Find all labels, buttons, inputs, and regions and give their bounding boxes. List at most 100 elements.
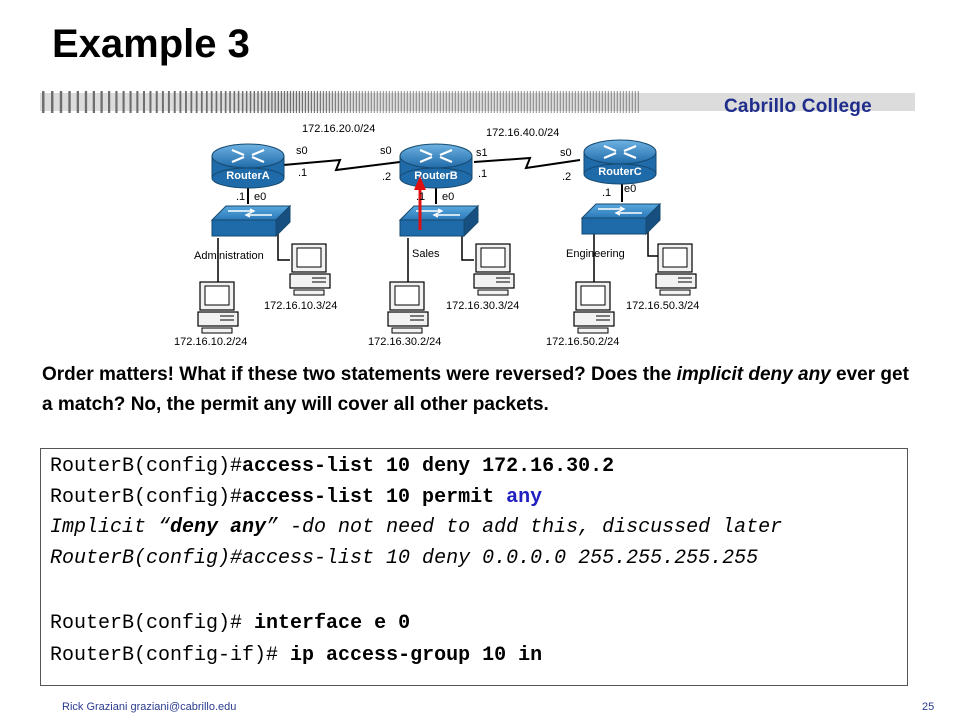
host-ip-label: 172.16.30.3/24 [446, 300, 519, 312]
header-stripe [418, 91, 420, 113]
header-stripe [129, 91, 132, 113]
iface-label: .1 [416, 191, 425, 203]
header-stripe [565, 91, 567, 113]
header-stripe [307, 91, 309, 113]
iface-label: .1 [478, 168, 487, 180]
header-stripe [571, 91, 573, 113]
header-stripe [490, 91, 492, 113]
header-stripe [559, 91, 561, 113]
header-stripe [496, 91, 498, 113]
header-stripe [511, 91, 513, 113]
header-stripe [550, 91, 552, 113]
header-stripe [523, 91, 525, 113]
header-stripe [478, 91, 480, 113]
header-stripe [463, 91, 465, 113]
header-stripe [322, 91, 324, 113]
iface-label: s0 [560, 147, 572, 159]
header-stripe [625, 91, 627, 113]
header-stripe [568, 91, 570, 113]
network-label-20: 172.16.20.0/24 [302, 123, 375, 135]
router-c-label: RouterC [598, 166, 641, 178]
header-stripe [136, 91, 139, 113]
header-stripe [481, 91, 483, 113]
header-stripe [460, 91, 462, 113]
header-stripe [424, 91, 426, 113]
header-stripe [514, 91, 516, 113]
header-stripe [430, 91, 432, 113]
header-stripe [589, 91, 591, 113]
host-ip-label: 172.16.50.3/24 [626, 300, 699, 312]
header-stripe [283, 91, 286, 113]
cli-keyword-any: any [506, 486, 543, 509]
header-stripe [616, 91, 618, 113]
header-stripe [442, 91, 444, 113]
header-stripe [167, 91, 170, 113]
cli-command: interface e 0 [254, 612, 411, 635]
iface-label: e0 [254, 191, 266, 203]
host-computer-icon [387, 281, 429, 334]
iface-label: e0 [624, 183, 636, 195]
header-stripe [634, 91, 636, 113]
header-stripe [619, 91, 621, 113]
header-stripe [267, 91, 270, 113]
header-stripe [340, 91, 342, 113]
header-stripe [433, 91, 435, 113]
header-stripe [391, 91, 393, 113]
host-computer-icon [289, 243, 331, 296]
header-stripe [427, 91, 429, 113]
cli-prompt: RouterB(config)# [50, 486, 243, 509]
segment-label-engineering: Engineering [566, 248, 625, 260]
cli-command: access-list 10 permit [242, 486, 507, 509]
header-stripe [149, 91, 152, 113]
serial-link-b-c [473, 156, 581, 170]
header-stripe [562, 91, 564, 113]
explanation-part-2: ever get a match? No, the permit any wil… [42, 364, 909, 415]
header-stripe [229, 91, 231, 113]
header-stripe [475, 91, 477, 113]
header-stripe [631, 91, 633, 113]
header-stripe [535, 91, 537, 113]
code-line-3: Implicit “deny any” -do not need to add … [50, 516, 782, 539]
header-stripe [271, 91, 273, 113]
header-stripe [115, 91, 118, 113]
header-stripe [301, 91, 304, 113]
comment-text: Implicit “ [50, 516, 171, 539]
header-stripe [295, 91, 298, 113]
header-stripe [173, 91, 176, 113]
router-b-label: RouterB [414, 170, 457, 182]
header-stripe [343, 91, 345, 113]
header-stripe [637, 91, 639, 113]
header-stripe [42, 91, 45, 113]
header-stripe [249, 91, 252, 113]
header-stripe [241, 91, 244, 113]
iface-label: .2 [562, 171, 571, 183]
iface-label: .1 [298, 167, 307, 179]
header-stripe [260, 91, 263, 113]
cli-prompt: RouterB(config-if)# [50, 644, 291, 667]
header-stripe [388, 91, 390, 113]
switch-administration-icon [211, 205, 291, 237]
iface-label: s0 [296, 145, 308, 157]
header-stripe [598, 91, 600, 113]
header-stripe [328, 91, 330, 113]
config-code-box: RouterB(config)#access-list 10 deny 172.… [40, 448, 908, 686]
slide-title: Example 3 [52, 22, 250, 66]
iface-label: s0 [380, 145, 392, 157]
header-stripe [583, 91, 585, 113]
header-stripe [541, 91, 543, 113]
code-line-2: RouterB(config)#access-list 10 permit an… [50, 486, 542, 509]
header-stripe [520, 91, 522, 113]
cli-prompt: RouterB(config)# [50, 455, 243, 478]
segment-label-administration: Administration [194, 250, 264, 262]
header-stripe [292, 91, 295, 113]
header-stripe [325, 91, 327, 113]
header-stripe [409, 91, 411, 113]
header-stripe [595, 91, 597, 113]
iface-label: s1 [476, 147, 488, 159]
header-stripe [337, 91, 339, 113]
header-stripe [421, 91, 423, 113]
host-ip-label: 172.16.10.3/24 [264, 300, 337, 312]
header-stripe [331, 91, 333, 113]
header-stripe [142, 91, 146, 113]
header-stripe [586, 91, 588, 113]
